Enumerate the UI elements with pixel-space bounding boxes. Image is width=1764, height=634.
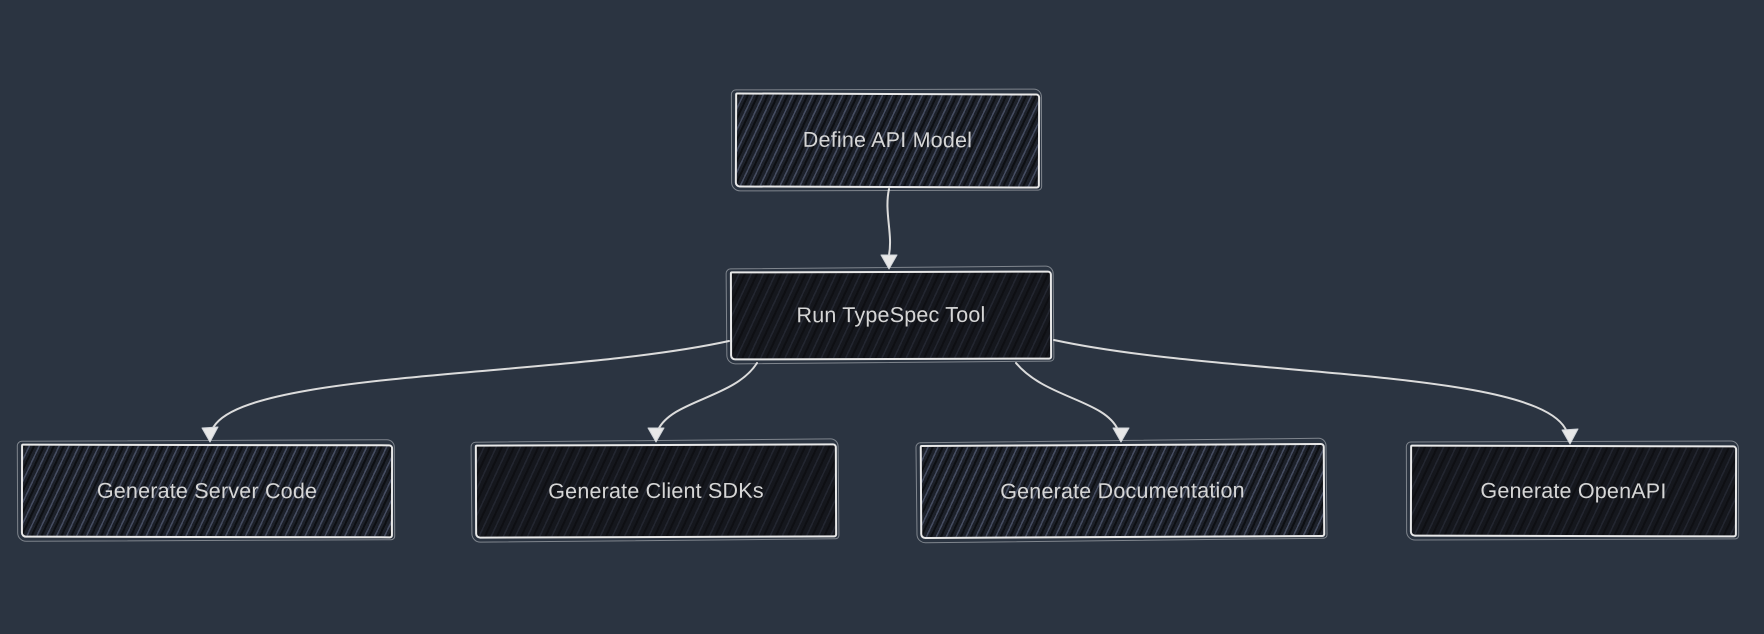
edge-run-typespec-tool-to-generate-openapi — [1053, 339, 1579, 445]
node-generate-client-sdks: Generate Client SDKs — [474, 443, 838, 539]
edge-define-api-model-to-run-typespec-tool — [880, 188, 898, 270]
node-label: Run TypeSpec Tool — [796, 302, 986, 328]
node-label: Generate Documentation — [1000, 477, 1245, 504]
node-label: Generate Client SDKs — [548, 478, 764, 503]
edge-run-typespec-tool-to-generate-server-code — [201, 340, 730, 443]
node-generate-documentation: Generate Documentation — [919, 442, 1326, 540]
node-generate-openapi: Generate OpenAPI — [1409, 444, 1738, 538]
node-label: Generate OpenAPI — [1480, 478, 1667, 503]
node-label: Generate Server Code — [96, 478, 318, 503]
edge-run-typespec-tool-to-generate-client-sdks — [647, 362, 758, 443]
node-define-api-model: Define API Model — [734, 92, 1041, 189]
node-label: Define API Model — [802, 127, 973, 153]
node-run-typespec-tool: Run TypeSpec Tool — [729, 270, 1053, 361]
edge-run-typespec-tool-to-generate-documentation — [1015, 362, 1130, 443]
node-generate-server-code: Generate Server Code — [20, 443, 394, 539]
